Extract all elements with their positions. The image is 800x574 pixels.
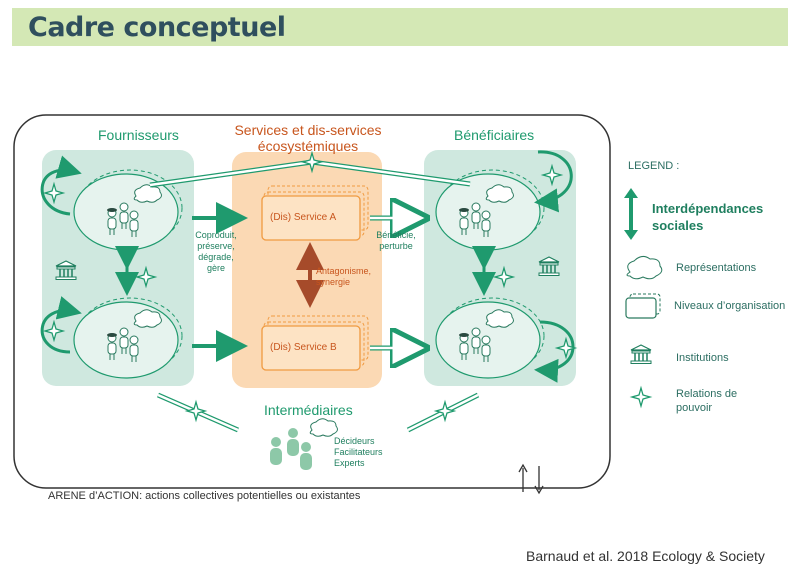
- service-a-label: (Dis) Service A: [270, 212, 337, 223]
- service-a-box: [261, 185, 369, 241]
- legend-levels-icon: [625, 293, 661, 319]
- legend-representation-icon: [626, 255, 663, 280]
- beneficiaries-header: Bénéficiaires: [454, 127, 535, 143]
- services-header-line1: Services et dis-services: [234, 122, 382, 138]
- citation: Barnaud et al. 2018 Ecology & Society: [526, 548, 765, 564]
- page-title: Cadre conceptuel: [28, 12, 286, 43]
- supplier-actions-label: Coproduit, préserve, dégrade, gère: [195, 230, 237, 273]
- legend-power-label: Relations de pouvoir: [676, 388, 738, 414]
- action-arena-frame: [13, 114, 611, 489]
- service-b-label: (Dis) Service B: [270, 342, 337, 353]
- legend-title: LEGEND :: [628, 160, 680, 172]
- service-b-box: [261, 315, 369, 371]
- intermediaries-header: Intermédiaires: [264, 402, 353, 418]
- legend-interdependence-icon: [624, 188, 638, 240]
- suppliers-header: Fournisseurs: [98, 127, 179, 143]
- legend-institution-icon: [630, 344, 652, 365]
- legend-power-icon: [631, 387, 651, 407]
- legend-levels-label: Niveaux d’organisation: [674, 300, 786, 312]
- intermediary-roles: Décideurs Facilitateurs Experts: [334, 436, 383, 468]
- intermediaries-figures: [270, 418, 338, 470]
- legend-interdependence-label: Interdépendances sociales: [652, 201, 764, 233]
- legend-representations-label: Représentations: [676, 262, 757, 274]
- arena-label: ARENE d’ACTION: actions collectives pote…: [48, 490, 361, 502]
- supplier-group-bottom: [73, 297, 183, 379]
- service-relation-label: Antagonisme, synergie: [316, 266, 372, 287]
- services-header: Services et dis-services écosystémiques: [222, 122, 394, 154]
- services-header-line2: écosystémiques: [257, 138, 359, 154]
- title-bar: [12, 8, 788, 46]
- beneficiary-actions-label: Bénéficie, perturbe: [376, 230, 416, 251]
- legend-institutions-label: Institutions: [676, 352, 729, 364]
- beneficiary-group-bottom: [435, 297, 545, 379]
